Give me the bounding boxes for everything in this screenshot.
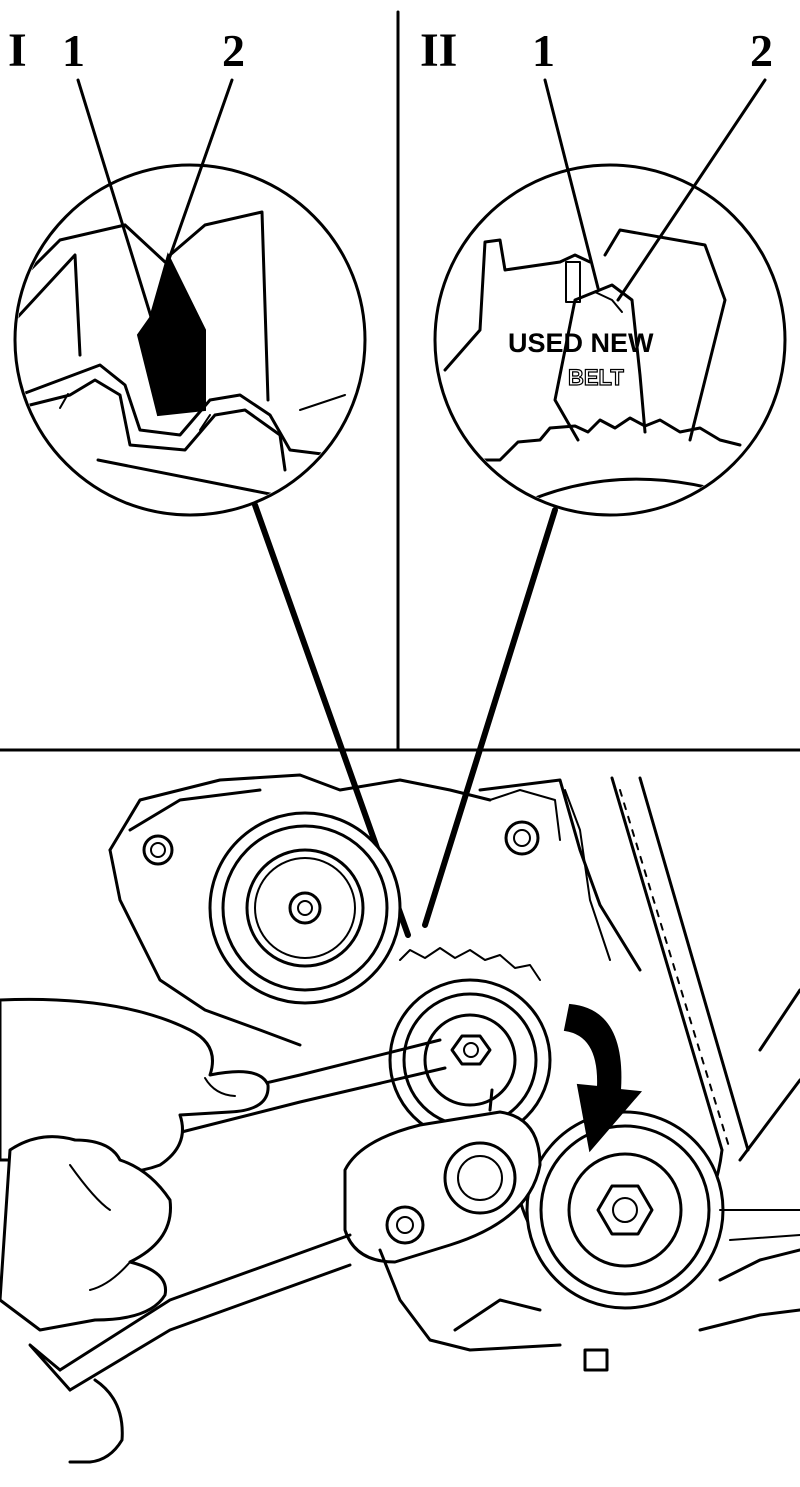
engine-front-view	[0, 773, 800, 1464]
panel-two-label: II	[420, 24, 457, 77]
hand-upper	[0, 997, 270, 1173]
tensioner-center-bolt	[450, 1034, 492, 1066]
panel-one-callout-2: 2	[222, 25, 245, 76]
belt-label-belt: BELT	[568, 365, 624, 390]
panel-two-callout-2: 2	[750, 25, 773, 76]
crankshaft-sprocket	[525, 1110, 725, 1310]
tensioner-pulley	[388, 947, 552, 1142]
panel-one-label: I	[8, 24, 27, 77]
tensioning-tool-lever	[28, 1088, 542, 1392]
panel-two: II 1 2 USED NEW BELT	[420, 24, 787, 517]
leader-line-callout-2	[166, 78, 234, 264]
housing-bolt	[142, 834, 174, 866]
panel-one: I 1 2	[8, 24, 367, 517]
panel-two-callout-1: 1	[532, 25, 555, 76]
zoom-leader-panel-two	[422, 507, 558, 928]
panel-one-callout-1: 1	[62, 25, 85, 76]
leader-line-callout-1-right	[543, 78, 600, 290]
idler-pulley	[208, 811, 402, 1005]
hand-lower	[0, 1135, 172, 1464]
housing-bolt	[504, 820, 540, 856]
curved-arrow-icon	[563, 1003, 643, 1153]
leader-line-callout-2-right	[616, 78, 767, 302]
belt-label-used-new: USED NEW	[508, 328, 654, 358]
panel-one-detail-content	[17, 210, 346, 502]
leader-line-callout-1	[76, 78, 154, 322]
